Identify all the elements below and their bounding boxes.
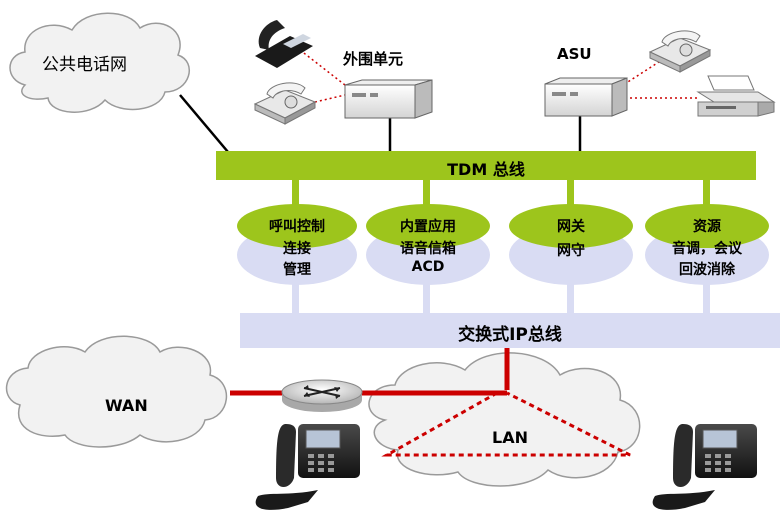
lan-cloud	[368, 352, 641, 487]
peripheral-unit-box	[344, 79, 433, 119]
module-builtin-apps	[366, 204, 490, 285]
phone-link-1	[299, 49, 346, 86]
module-builtin-apps-top-label: 内置应用	[400, 219, 456, 235]
module-resources-top-label: 资源	[693, 219, 721, 235]
ip-phone-icon	[255, 424, 360, 510]
desk-phone-icon	[648, 30, 712, 73]
module-gateway-line-1: 网守	[557, 243, 585, 259]
wan-label: WAN	[105, 396, 148, 415]
module-call-control-line-2: 管理	[283, 262, 311, 278]
module-call-control	[237, 204, 357, 285]
router-icon	[281, 379, 363, 412]
asu-box	[544, 77, 628, 117]
ip-network-links	[230, 348, 631, 457]
module-resources-line-1: 音调，会议	[672, 241, 742, 257]
module-resources	[645, 204, 769, 285]
tdm-bus	[216, 151, 756, 180]
module-builtin-apps-line-2: ACD	[411, 259, 445, 275]
module-builtin-apps-line-1: 语音信箱	[400, 241, 456, 257]
desk-phone-icon	[255, 20, 313, 68]
phone-link-2	[314, 94, 346, 103]
pstn-cloud	[9, 12, 190, 113]
pstn-link-line	[179, 94, 229, 153]
pstn-label: 公共电话网	[42, 55, 127, 75]
tdm-bus-label: TDM 总线	[447, 160, 525, 179]
phone-link-3	[619, 59, 663, 88]
peripheral-unit-label: 外围单元	[343, 50, 404, 68]
fax-icon	[696, 75, 776, 117]
lan-label: LAN	[492, 428, 528, 447]
module-gateway	[509, 204, 633, 285]
wan-cloud	[5, 335, 227, 448]
module-gateway-top-label: 网关	[557, 219, 585, 235]
ip-phone-icon	[652, 424, 757, 510]
module-call-control-top-label: 呼叫控制	[269, 219, 325, 235]
module-call-control-line-1: 连接	[283, 241, 311, 257]
ip-bus	[240, 313, 780, 348]
ip-bus-label: 交换式IP总线	[458, 325, 562, 345]
asu-label: ASU	[557, 45, 592, 63]
module-connectors	[292, 178, 710, 316]
desk-phone-icon	[253, 82, 317, 125]
module-resources-line-2: 回波消除	[679, 262, 735, 278]
